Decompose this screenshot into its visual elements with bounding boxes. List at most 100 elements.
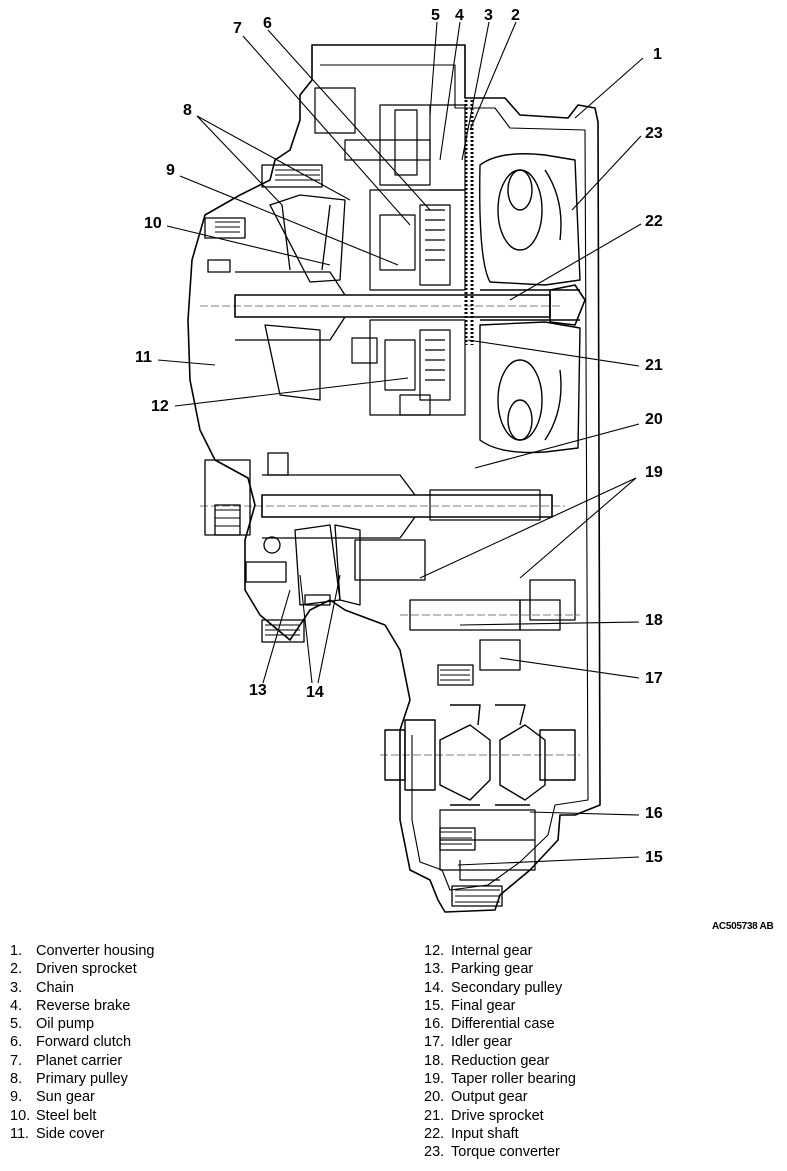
legend-item: 9. Sun gear [10, 1088, 155, 1106]
legend-number: 3. [10, 979, 23, 996]
legend-label: Idler gear [451, 1034, 513, 1051]
legend-label: Reduction gear [451, 1052, 550, 1069]
legend-item: 4. Reverse brake [10, 997, 155, 1015]
legend-number: 19. [424, 1071, 445, 1088]
legend-number: 5. [10, 1016, 23, 1033]
callout-20: 20 [645, 411, 663, 428]
callout-18: 18 [645, 612, 663, 629]
final-gear [439, 809, 536, 881]
primary-shaft [200, 271, 586, 341]
legend-left: 1.Converter housing 2. Driven sprocket 3.… [10, 942, 155, 1143]
callout-13: 13 [249, 682, 267, 699]
callout-3: 3 [484, 7, 493, 24]
legend-number: 23. [424, 1144, 445, 1161]
callout-2: 2 [511, 7, 520, 24]
secondary-pulley-sheaves [263, 524, 426, 606]
legend-item: 8. Primary pulley [10, 1070, 155, 1088]
legend-label: Planet carrier [36, 1052, 123, 1069]
case-inner-outline [320, 64, 589, 891]
legend-label: Torque converter [451, 1144, 560, 1161]
legend-item: 18. Reduction gear [424, 1052, 576, 1070]
legend-number: 17. [424, 1034, 445, 1051]
legend-item: 5. Oil pump [10, 1015, 155, 1033]
legend-item: 20. Output gear [424, 1088, 576, 1106]
callout-5: 5 [431, 7, 440, 24]
callout-4: 4 [455, 7, 464, 24]
legend-label: Forward clutch [36, 1034, 132, 1051]
callout-16: 16 [645, 805, 663, 822]
legend-label: Driven sprocket [36, 961, 137, 978]
callout-10: 10 [144, 215, 162, 232]
legend-label: Differential case [451, 1016, 555, 1033]
legend-number: 16. [424, 1016, 445, 1033]
legend-item: 7. Planet carrier [10, 1052, 155, 1070]
legend-item: 11. Side cover [10, 1125, 155, 1143]
legend-label: Reverse brake [36, 997, 131, 1014]
legend-right: 12.Internal gear 13. Parking gear 14.Seco… [424, 942, 576, 1162]
reduction-gear [400, 579, 580, 671]
legend-number: 22. [424, 1125, 445, 1142]
callout-9: 9 [166, 162, 175, 179]
legend-label: Steel belt [36, 1107, 97, 1124]
callout-1: 1 [653, 46, 662, 63]
legend-number: 9. [10, 1089, 23, 1106]
callout-21: 21 [645, 357, 663, 374]
legend-label: Parking gear [451, 961, 534, 978]
transmission-cutaway-drawing [157, 21, 644, 913]
callout-15: 15 [645, 849, 663, 866]
legend-number: 1. [10, 943, 23, 959]
figure-code: AC505738 AB [712, 921, 774, 932]
legend-number: 21. [424, 1107, 445, 1124]
legend-number: 14. [424, 979, 445, 996]
callout-12: 12 [151, 398, 169, 415]
callout-19: 19 [645, 464, 663, 481]
legend-item: 23. Torque converter [424, 1143, 576, 1161]
legend-number: 8. [10, 1071, 23, 1088]
legend-number: 10. [10, 1107, 31, 1124]
bolts [215, 169, 500, 903]
legend-item: 15.Final gear [424, 997, 576, 1015]
legend-number: 2. [10, 961, 23, 978]
legend-item: 3. Chain [10, 979, 155, 997]
legend-number: 13. [424, 961, 445, 978]
callout-14: 14 [306, 684, 324, 701]
legend-number: 7. [10, 1052, 23, 1069]
legend-item: 14.Secondary pulley [424, 979, 576, 997]
legend-number: 20. [424, 1089, 445, 1106]
legend-item: 21. Drive sprocket [424, 1107, 576, 1125]
legend-label: Chain [36, 979, 74, 996]
legend-item: 22. Input shaft [424, 1125, 576, 1143]
callout-8: 8 [183, 102, 192, 119]
legend-item: 6. Forward clutch [10, 1033, 155, 1051]
legend-label: Output gear [451, 1089, 528, 1106]
legend-number: 11. [10, 1125, 30, 1142]
callout-17: 17 [645, 670, 663, 687]
legend-item: 10. Steel belt [10, 1107, 155, 1125]
legend-item: 2. Driven sprocket [10, 960, 155, 978]
legend-item: 1.Converter housing [10, 942, 155, 960]
legend-label: Input shaft [451, 1125, 519, 1142]
legend-item: 19.Taper roller bearing [424, 1070, 576, 1088]
legend-label: Drive sprocket [451, 1107, 544, 1124]
case-outline [187, 44, 601, 913]
callout-23: 23 [645, 125, 663, 142]
left-flange [204, 164, 503, 907]
legend-label: Side cover [36, 1125, 105, 1142]
legend-number: 4. [10, 997, 23, 1014]
planetary-clutch-pack [351, 189, 466, 416]
legend-label: Primary pulley [36, 1071, 128, 1088]
legend-number: 6. [10, 1034, 23, 1051]
leader-lines [157, 21, 644, 866]
legend-number: 18. [424, 1052, 445, 1069]
callout-11: 11 [135, 349, 152, 366]
legend-label: Oil pump [36, 1016, 95, 1033]
secondary-shaft [200, 474, 565, 539]
legend-item: 12.Internal gear [424, 942, 576, 960]
legend-item: 17. Idler gear [424, 1033, 576, 1051]
differential [380, 704, 580, 806]
torque-converter [479, 153, 581, 454]
legend-label: Final gear [451, 997, 516, 1014]
legend-label: Sun gear [36, 1089, 95, 1106]
legend-item: 13. Parking gear [424, 960, 576, 978]
callout-7: 7 [233, 20, 242, 37]
